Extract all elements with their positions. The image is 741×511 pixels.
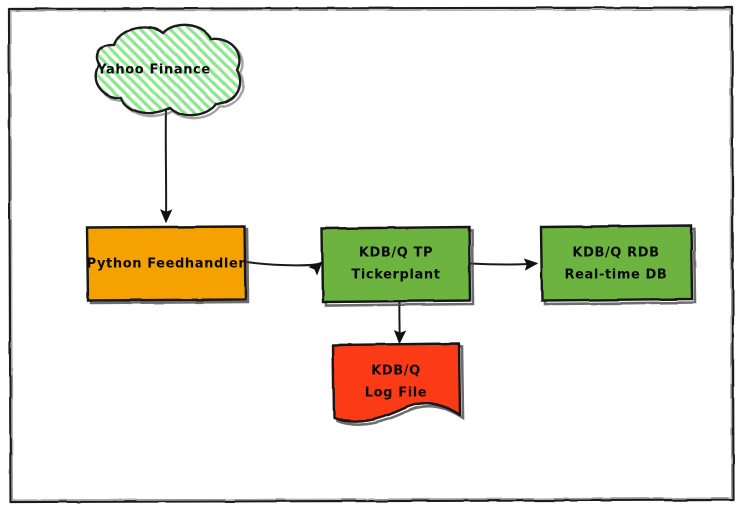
log-file-document-shape [331, 342, 462, 423]
node-label-kdbq-rdb-line2: Real-time DB [565, 268, 668, 283]
node-label-python-feedhandler: Python Feedhandler [87, 257, 246, 272]
node-kdbq-log-file[interactable]: KDB/Q Log File [331, 342, 465, 426]
node-python-feedhandler[interactable]: Python Feedhandler [85, 225, 250, 305]
rdb-box [539, 224, 694, 302]
node-label-yahoo-finance: Yahoo Finance [96, 63, 211, 78]
node-label-kdbq-tickerplant-line2: Tickerplant [351, 268, 440, 283]
edge-feedhandler-to-tickerplant [245, 261, 323, 276]
node-yahoo-finance[interactable]: Yahoo Finance [94, 23, 245, 120]
node-label-kdbq-log-file-line1: KDB/Q [371, 364, 421, 379]
tickerplant-box [320, 225, 472, 304]
node-kdbq-tickerplant[interactable]: KDB/Q TP Tickerplant [320, 225, 475, 307]
edge-tickerplant-to-rdb [469, 258, 539, 271]
node-label-kdbq-tickerplant-line1: KDB/Q TP [359, 246, 433, 261]
node-label-kdbq-log-file-line2: Log File [365, 386, 427, 401]
node-label-kdbq-rdb-line1: KDB/Q RDB [572, 246, 659, 261]
page-frame [7, 6, 735, 504]
edge-layer [160, 107, 539, 345]
cloud-shape [94, 23, 242, 117]
node-kdbq-rdb[interactable]: KDB/Q RDB Real-time DB [539, 224, 697, 306]
feedhandler-box [85, 225, 247, 302]
